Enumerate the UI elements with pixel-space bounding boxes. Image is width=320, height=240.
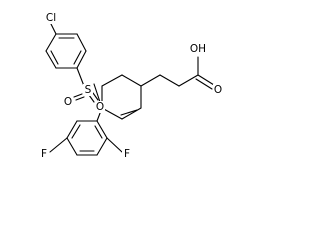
bond-ring3-e [96,137,108,156]
bond-chain-2 [159,74,180,87]
bond-s-o1-b [75,96,85,101]
bond-cooh-o-b [195,78,213,90]
bond-ring1-s [76,67,85,87]
bond-ring3-c [66,137,78,156]
bond-chain-1 [140,74,161,87]
bond-ring2-f [101,107,123,120]
bond-s-o1-a [73,93,83,98]
bond-cooh-o-a [197,74,215,86]
bond-ring3-b [66,120,78,139]
bond-ring1-b [76,33,87,52]
bond-ring3-f [96,120,108,139]
atom-labels: Cl S O O F F OH O [39,12,223,160]
atom-chlorine: Cl [46,12,56,24]
atom-sulfonyl-oxygen-2: O [96,101,104,113]
bond-ring2-c [121,74,142,87]
bond-ring1-double-3 [50,50,59,65]
bond-ring2-b [101,74,123,87]
bond-ring2-e [121,107,142,120]
atom-sulfonyl-oxygen-1: O [64,96,72,108]
atom-hydroxyl: OH [190,43,206,55]
bond-ring1-f [45,33,57,52]
bond-ring1-e [45,50,57,69]
bond-s-o2-a [88,94,95,103]
chemical-structure: Cl S O O F F OH O [39,12,223,160]
bond-ring3-double-1 [71,124,81,139]
bonds [45,23,215,156]
bond-chain-3 [178,74,199,87]
bond-ring2-double [120,109,138,116]
bond-ring3-double-3 [94,125,103,139]
atom-fluorine-2: F [124,148,130,160]
atom-carbonyl-oxygen: O [214,84,222,96]
bond-c-f2 [106,137,123,153]
atom-sulfur: S [85,84,92,96]
bond-c-f1 [49,137,68,153]
bond-c-cl [50,23,57,35]
bond-ring1-double-2 [73,50,82,65]
bond-ring1-c [76,50,87,69]
atom-fluorine-1: F [41,148,47,160]
bond-s-o2-b [92,92,99,101]
